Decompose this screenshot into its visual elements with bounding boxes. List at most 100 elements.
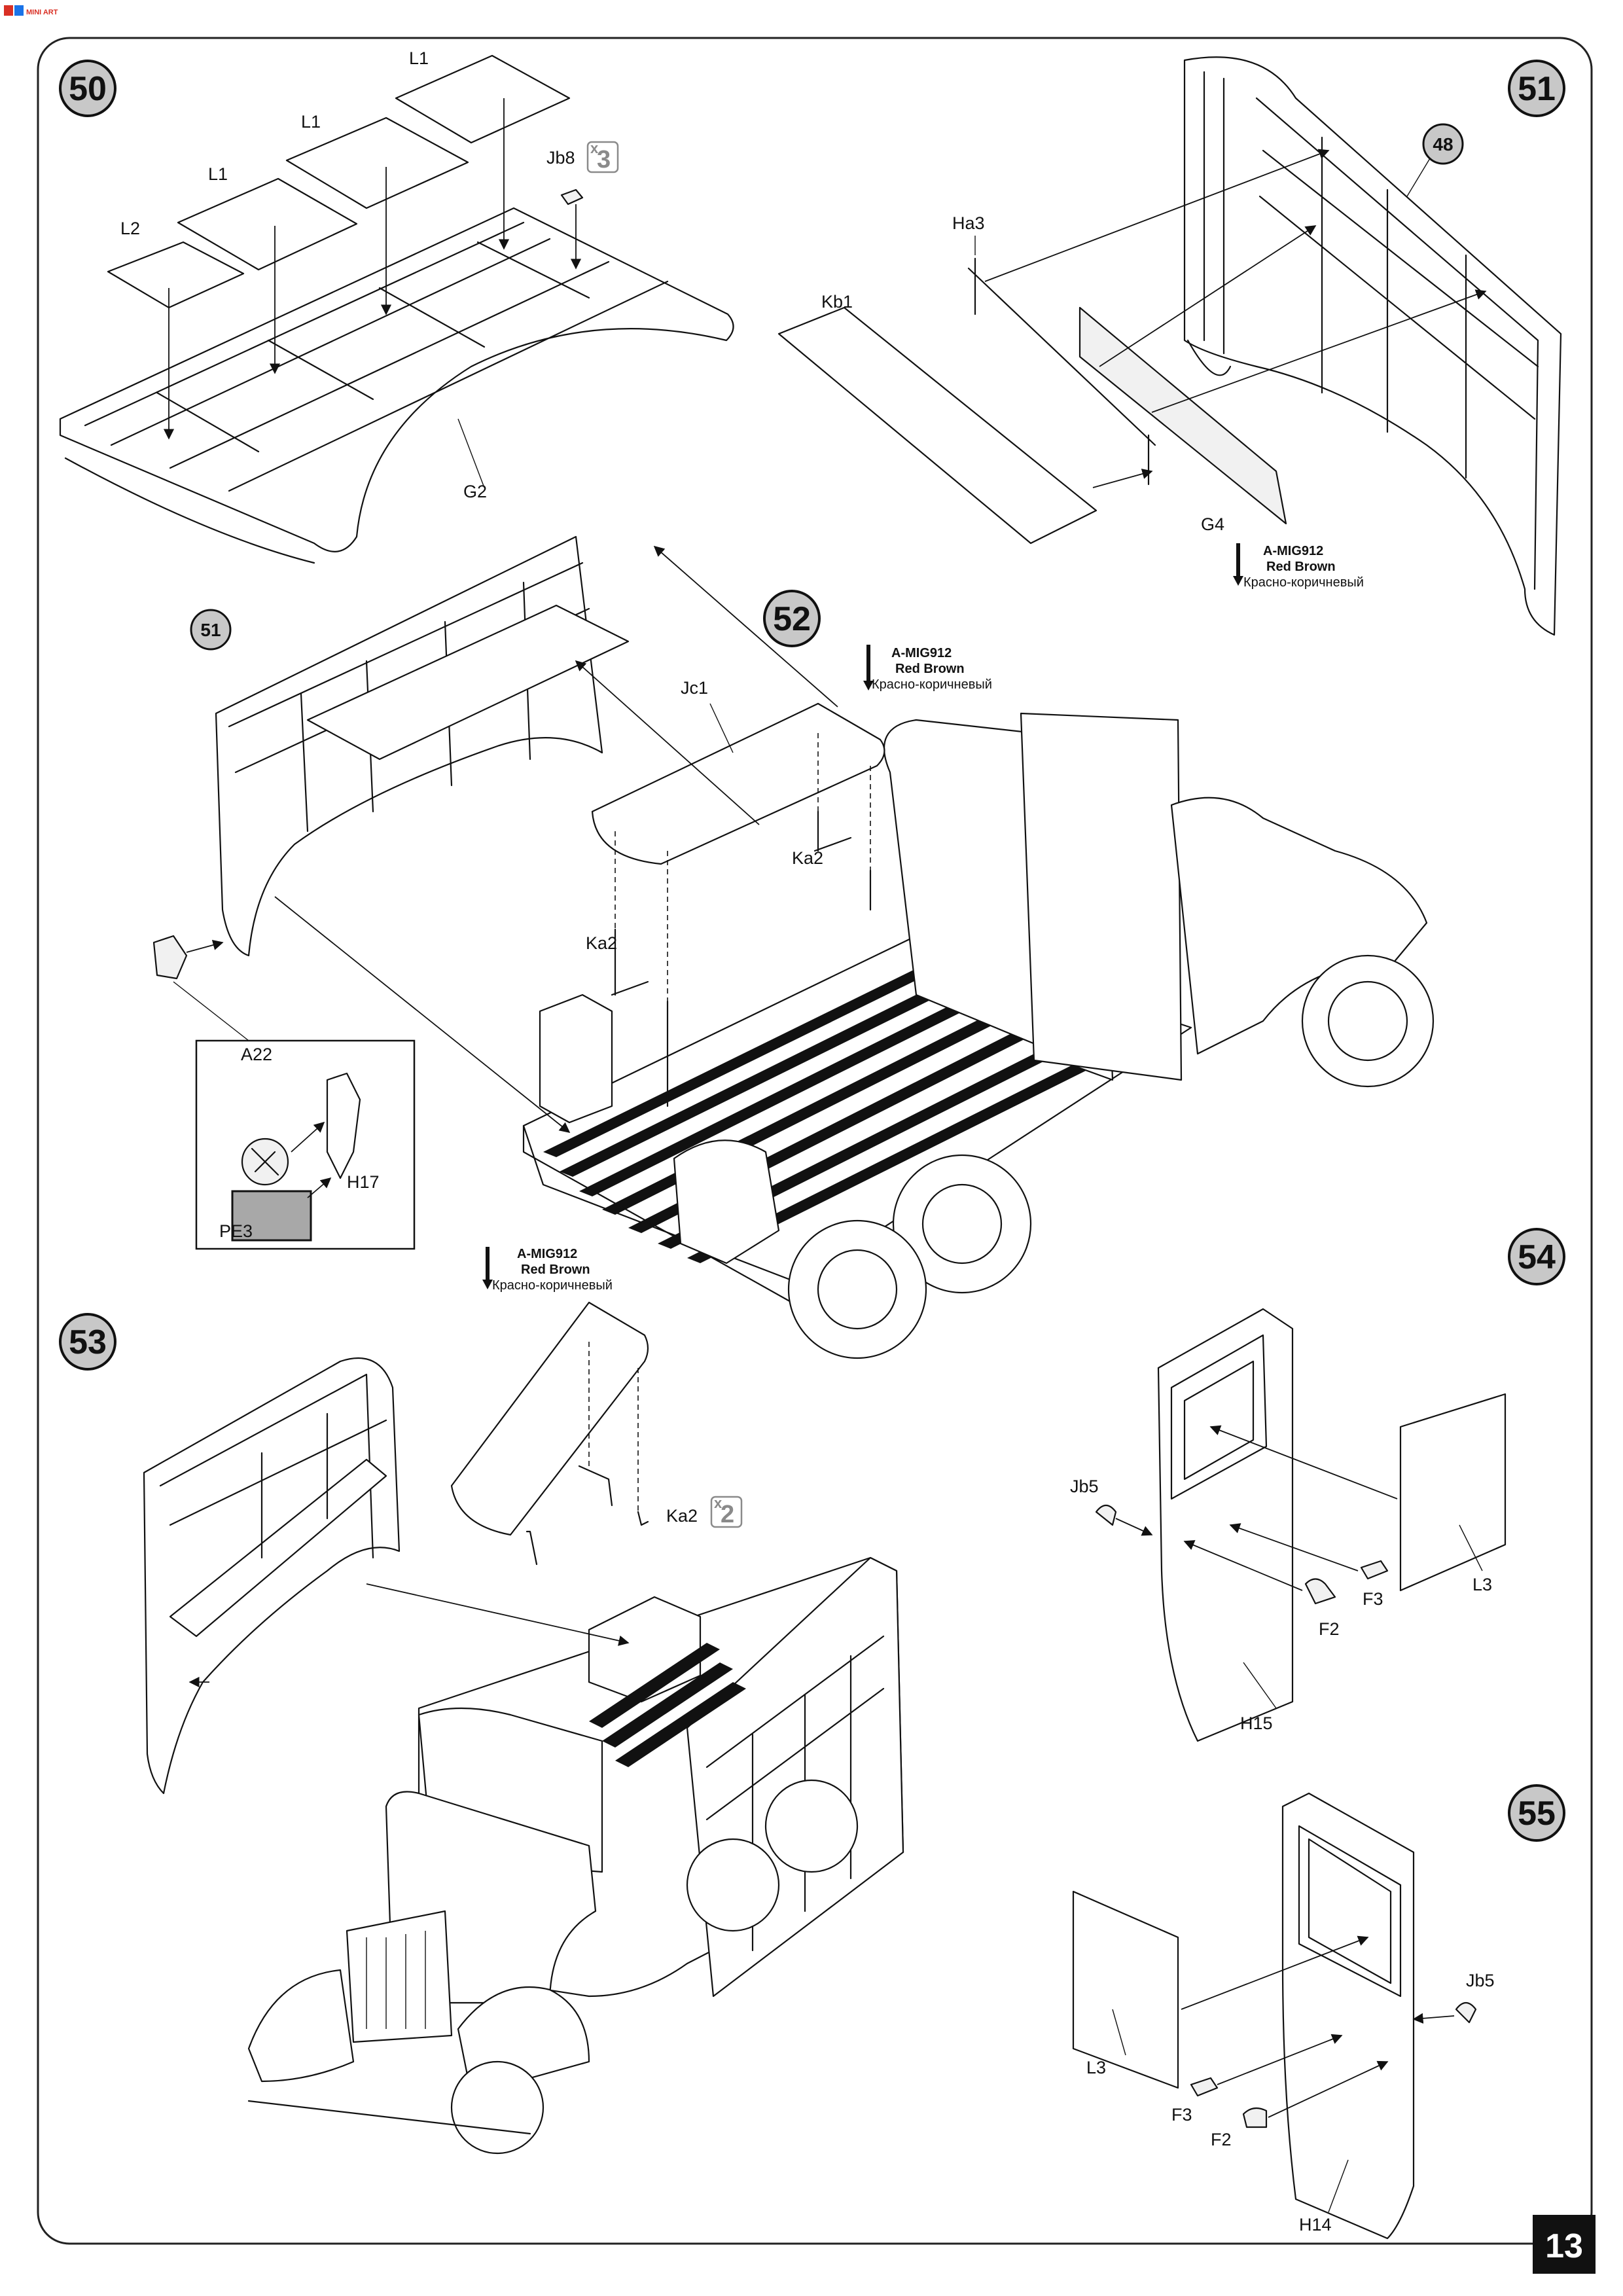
label-h15: H15 [1240,1713,1273,1733]
label-f2-55: F2 [1211,2130,1232,2149]
leg-ka2-a [611,928,649,996]
part-f2-55 [1242,2107,1268,2128]
door-h15 [1157,1308,1294,1742]
label-ka2-53: Ka2 [666,1506,698,1526]
step-badge-55 [1508,1784,1565,1842]
label-h14: H14 [1299,2215,1332,2234]
storage-box-front [673,1139,780,1265]
left-fender [247,1969,355,2083]
paint-name-ru-52: Красно-коричневый [872,677,992,692]
step-50: 50 L1 L1 L1 L2 Jb8 x 3 G2 [59,48,734,564]
paint-code-53: A-MIG912 [517,1247,577,1261]
label-a22: A22 [241,1045,272,1064]
part-f3 [1360,1560,1389,1580]
label-l1-a: L1 [409,48,429,68]
paint-name-en-51: Red Brown [1266,560,1336,574]
label-jb5-54: Jb5 [1070,1477,1099,1496]
label-jc1: Jc1 [681,678,708,698]
part-pe3 [231,1190,312,1242]
part-f2 [1304,1578,1336,1605]
step-badge-54 [1508,1228,1565,1285]
step-badge-50 [59,60,116,117]
qty-jb8: 3 [597,146,611,173]
label-pe3: PE3 [219,1221,253,1241]
step-badge-52 [763,590,821,647]
svg-text:x: x [714,1495,722,1511]
qty-box-jb8 [586,141,619,173]
label-l2: L2 [120,219,140,238]
mirror-small [152,935,188,980]
label-ka2-b: Ka2 [792,848,823,868]
panel-l1-c [177,177,358,271]
radiator-grille [346,1910,453,2043]
step-54: 54 Jb5 F2 F3 L3 H15 [1070,1228,1565,1742]
page-frame [37,37,1593,2245]
svg-text:48: 48 [1433,134,1453,154]
front-wheel-53 [450,2060,544,2155]
window-l3 [1399,1393,1507,1592]
floor-stripes-53 [589,1643,746,1767]
panel-l1-b [285,117,469,209]
step-badge-51 [1508,60,1565,117]
label-f2-54: F2 [1319,1619,1340,1639]
part-jb5-55 [1455,2001,1477,2024]
brand-logo-text: MINI ART [26,9,58,16]
rear-wheel-53b [764,1779,859,1873]
step-number-53: 53 [69,1323,107,1361]
step-53: 53 Ka2 x 2 A-MIG912 Red Brown Красно-кор… [59,1247,904,2155]
qty-ka2: 2 [721,1501,734,1528]
step-number-54: 54 [1518,1238,1556,1276]
page-number-box [1533,2215,1596,2274]
label-f3-54: F3 [1363,1589,1383,1609]
label-l3-54: L3 [1472,1575,1492,1594]
leg-ka2-b [813,810,852,852]
panel-l2 [107,241,245,309]
step-badge-53 [59,1313,116,1371]
svg-text:51: 51 [200,620,221,640]
part-h17 [326,1072,361,1179]
bench-kb1 [777,306,1097,545]
page-number: 13 [1545,2227,1583,2265]
step-number-52: 52 [773,600,811,638]
part-jb5 [1095,1504,1117,1526]
truck-front [1170,797,1428,1055]
part-f3-55 [1190,2077,1219,2097]
step-number-51: 51 [1518,70,1556,108]
side-wall-52 [215,535,603,957]
paint-code-51: A-MIG912 [1263,544,1323,558]
floor-frame-g2 [59,207,734,552]
label-l1-b: L1 [301,112,321,132]
table-53 [450,1301,649,1536]
step-52: 52 51 [152,535,1435,1359]
paint-name-en-53: Red Brown [521,1263,590,1277]
label-f3-55: F3 [1171,2105,1192,2125]
part-g4 [1079,306,1287,525]
step-55: 55 Jb5 F3 F2 L3 H14 [1072,1784,1565,2240]
label-l1-c: L1 [208,164,228,184]
svg-text:x: x [590,140,599,156]
step-51: 51 48 Kb1 Ha3 G4 A-MIG912 Red Brown Крас… [777,56,1565,636]
part-jb8 [560,188,584,206]
legs-ka2-53 [526,1465,649,1566]
paint-name-ru-51: Красно-коричневый [1243,575,1364,590]
step-number-55: 55 [1518,1795,1556,1833]
label-g4: G4 [1201,514,1224,534]
side-wall-assembly [1183,56,1562,636]
door-h14 [1281,1792,1415,2240]
window-l3-55 [1072,1890,1179,2089]
floor-stripes [543,962,1090,1263]
step-number-50: 50 [69,70,107,108]
label-ha3: Ha3 [952,213,985,233]
qty-box-ka2 [710,1496,743,1528]
label-kb1: Kb1 [821,292,853,312]
ref-badge-51 [190,609,232,651]
label-h17: H17 [347,1172,380,1192]
ref-badge-48 [1422,123,1464,165]
storage-box-left [539,994,613,1124]
paint-name-en-52: Red Brown [895,662,965,676]
paint-name-ru-53: Красно-коричневый [492,1278,613,1293]
label-jb8: Jb8 [546,148,575,168]
side-wall-53 [143,1357,401,1795]
panel-l1-a [395,54,571,144]
